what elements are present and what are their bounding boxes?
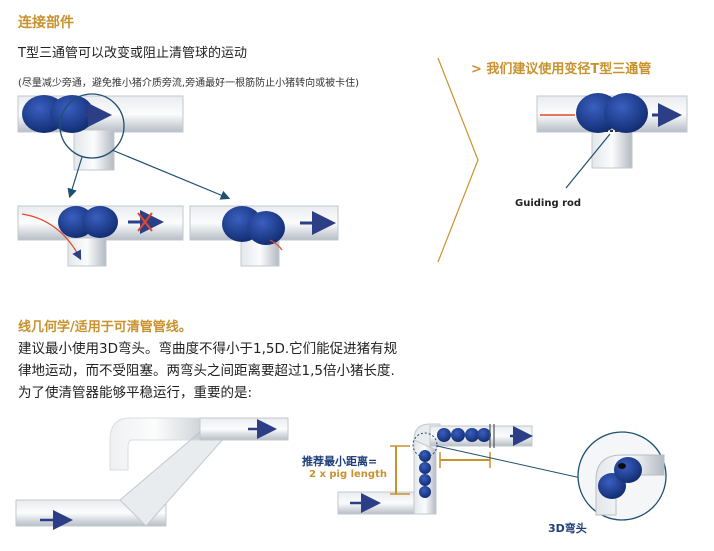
pig-icon xyxy=(576,93,648,133)
pig-train-vertical xyxy=(419,450,431,498)
pig-icon xyxy=(22,95,94,133)
pig-length-label: 2 x pig length xyxy=(309,469,387,480)
tee-main-diagram xyxy=(17,93,231,200)
recommend-heading: > 我们建议使用变径T型三通管 xyxy=(471,62,652,77)
elbow-label: 3D弯头 xyxy=(548,522,587,535)
tee-bypass-diagram xyxy=(17,205,184,267)
reduced-tee-diagram xyxy=(536,93,688,189)
pig-icon xyxy=(598,457,642,499)
pig-icon xyxy=(58,206,118,238)
heading-geometry: 线几何学/适用于可清管管线。 xyxy=(18,320,192,335)
elbow-magnifier xyxy=(577,431,667,521)
double-bend-diagram xyxy=(337,423,591,515)
pig-train-horizontal xyxy=(437,428,491,442)
tee-intro-text: T型三通管可以改变或阻止清管球的运动 xyxy=(18,46,247,61)
chevron-divider xyxy=(437,57,479,263)
angled-pipeline-diagram xyxy=(15,417,289,530)
heading-connections: 连接部件 xyxy=(18,15,74,31)
min-distance-label: 推荐最小距离= xyxy=(302,455,378,468)
guiding-rod-label: Guiding rod xyxy=(515,198,582,209)
tee-turn-diagram xyxy=(189,205,339,267)
pig-icon xyxy=(222,206,285,245)
magnifier-circle xyxy=(59,93,125,159)
geometry-paragraph: 建议最小使用3D弯头。弯曲度不得小于1,5D.它们能促进猪有规律地运动，而不受阻… xyxy=(18,341,398,401)
tee-note-text: (尽量减少旁通，避免推小猪介质旁流,旁通最好一根筋防止小猪转向或被卡住) xyxy=(18,78,359,89)
